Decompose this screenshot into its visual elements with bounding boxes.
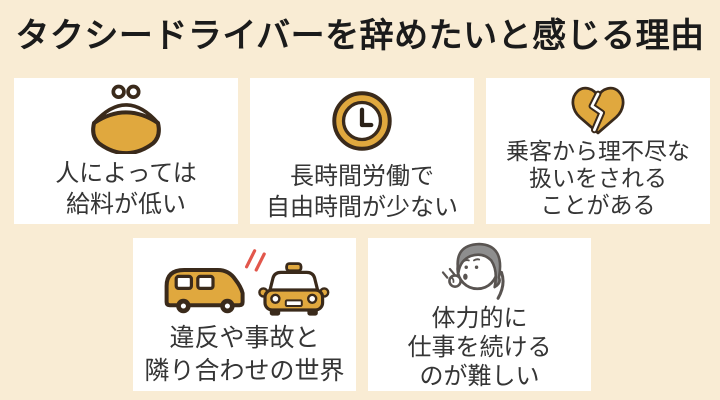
tired-person-icon bbox=[430, 238, 530, 302]
reason-card-long-hours: 長時間労働で 自由時間が少ない bbox=[250, 78, 474, 224]
reason-caption: 長時間労働で 自由時間が少ない bbox=[266, 163, 458, 221]
coin-purse-icon bbox=[85, 78, 167, 154]
reason-card-passengers: 乗客から理不尽な 扱いをされる ことがある bbox=[486, 78, 710, 224]
reasons-row-bottom: 違反や事故と 隣り合わせの世界 bbox=[133, 238, 591, 391]
page-title: タクシードライバーを辞めたいと感じる理由 bbox=[15, 17, 705, 55]
car-crash-icon bbox=[157, 238, 333, 318]
reason-caption: 人によっては 給料が低い bbox=[55, 160, 197, 218]
reason-card-physical: 体力的に 仕事を続ける のが難しい bbox=[368, 238, 591, 391]
broken-heart-icon bbox=[567, 78, 629, 136]
reasons-row-top: 人によっては 給料が低い 長時間労働で 自由時間が少ない 乗客から理 bbox=[14, 78, 710, 224]
reason-caption: 体力的に 仕事を続ける のが難しい bbox=[407, 305, 552, 390]
reason-card-low-salary: 人によっては 給料が低い bbox=[14, 78, 238, 224]
reason-caption: 違反や事故と 隣り合わせの世界 bbox=[144, 324, 345, 385]
clock-icon bbox=[329, 78, 395, 157]
reason-caption: 乗客から理不尽な 扱いをされる ことがある bbox=[506, 138, 690, 218]
reason-card-accidents: 違反や事故と 隣り合わせの世界 bbox=[133, 238, 356, 391]
